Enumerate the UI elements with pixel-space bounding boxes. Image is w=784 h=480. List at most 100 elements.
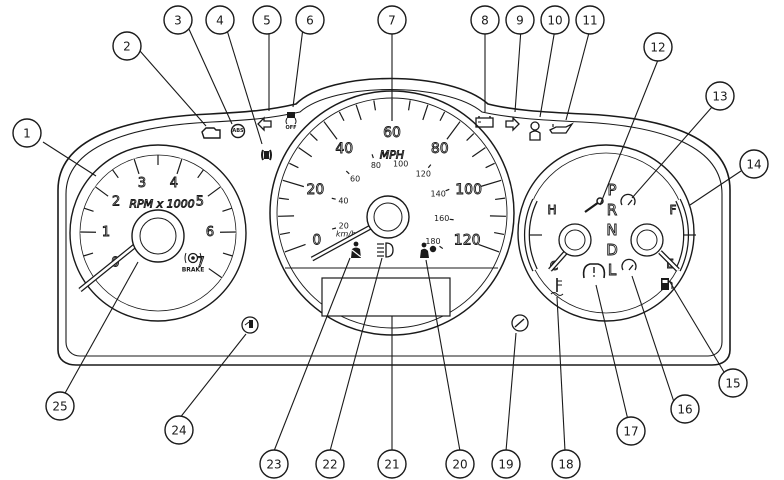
callout-14: 14	[739, 149, 769, 179]
callout-21: 21	[377, 449, 407, 479]
callout-20: 20	[445, 449, 475, 479]
callout-13: 13	[705, 81, 735, 111]
callout-number: 22	[322, 458, 337, 472]
callout-number: 11	[582, 14, 597, 28]
callout-1: 1	[12, 118, 42, 148]
traction-off-icon: OFF	[285, 112, 297, 131]
tach-tick-label: 2	[112, 195, 120, 210]
callout-number: 18	[558, 458, 573, 472]
callout-9: 9	[505, 5, 535, 35]
callout-10: 10	[540, 5, 570, 35]
gear-letter-p: P	[607, 181, 616, 199]
high-beam-icon	[377, 242, 394, 258]
mph-tick-label: 20	[306, 182, 324, 198]
tach-tick-label: 3	[138, 176, 146, 191]
kmh-tick	[371, 154, 374, 159]
mph-tick-label: 60	[383, 125, 401, 141]
kmh-tick	[331, 227, 337, 230]
kmh-tick-label: 120	[416, 170, 431, 179]
callout-2: 2	[112, 31, 142, 61]
callout-number: 7	[388, 14, 396, 28]
gear-letter-n: N	[606, 221, 617, 239]
tach-tick	[222, 207, 233, 212]
callout-number: 3	[174, 14, 182, 28]
kmh-tick-label: 60	[350, 175, 360, 184]
callout-4: 4	[205, 5, 235, 35]
callout-17: 17	[616, 416, 646, 446]
coolant-temp-icon	[550, 278, 564, 296]
callout-number: 16	[677, 403, 692, 417]
callout-22: 22	[315, 449, 345, 479]
tach-title: RPM x 1000	[129, 198, 194, 211]
speed-tick	[355, 104, 362, 121]
callout-12: 12	[643, 32, 673, 62]
callout-number: 13	[712, 90, 727, 104]
tire-pressure-icon	[582, 263, 606, 279]
brake-warning-icon	[184, 252, 202, 264]
tach-tick	[83, 252, 94, 257]
tach-tick	[197, 169, 205, 179]
speed-tick	[466, 133, 475, 141]
safety-belt-icon	[261, 149, 272, 161]
callout-number: 20	[452, 458, 467, 472]
kmh-tick	[401, 151, 404, 156]
check-engine-icon	[201, 127, 221, 139]
kmh-tick-label: 40	[338, 197, 348, 206]
mph-tick-label: 80	[431, 141, 449, 157]
speed-tick	[338, 111, 345, 122]
callout-24: 24	[164, 415, 194, 445]
speed-tick	[298, 147, 313, 158]
warning-lamps: ABS OFF	[201, 112, 574, 334]
callout-number: 23	[266, 458, 281, 472]
callout-25: 25	[45, 391, 75, 421]
fuel-full-label: F	[670, 203, 677, 217]
callout-number: 15	[725, 377, 740, 391]
speed-tick	[422, 104, 429, 121]
callout-number: 10	[547, 14, 562, 28]
seatbelt-warning-icon	[351, 241, 362, 258]
battery-icon	[475, 116, 494, 128]
door-ajar-icon	[529, 121, 541, 141]
callout-15: 15	[718, 368, 748, 398]
speed-tick	[407, 100, 411, 111]
kmh-tick	[331, 197, 336, 200]
gear-letter-d: D	[606, 241, 618, 259]
speed-tick	[471, 147, 486, 158]
fuel-pump-icon	[661, 278, 673, 290]
kmh-unit: km/h	[336, 230, 356, 239]
callout-18: 18	[551, 449, 581, 479]
cruise-set-icon	[621, 258, 637, 271]
abs-label: ABS	[232, 128, 244, 134]
speed-tick	[289, 162, 299, 169]
mph-tick-label: 40	[335, 141, 353, 157]
callout-number: 17	[623, 425, 638, 439]
gear-letter-l: L	[608, 261, 617, 279]
speed-tick	[373, 100, 377, 111]
mph-tick-label: 0	[312, 232, 321, 248]
tachometer: 01234567 RPM x 1000 BRAKE	[69, 144, 247, 322]
trip-reset-button-icon	[511, 314, 529, 332]
callout-11: 11	[575, 5, 605, 35]
tach-tick	[83, 207, 94, 212]
callout-number: 1	[23, 127, 31, 141]
left-turn-signal-icon	[257, 116, 272, 132]
callout-7: 7	[377, 5, 407, 35]
callout-6: 6	[295, 5, 325, 35]
kmh-tick-label: 140	[431, 189, 446, 198]
callout-23: 23	[259, 449, 289, 479]
speed-tick	[495, 197, 506, 201]
speed-tick	[309, 133, 318, 141]
callout-number: 9	[516, 14, 524, 28]
lamp-out-icon	[241, 316, 259, 334]
tach-tick-label: 4	[170, 176, 178, 191]
tach-tick	[111, 169, 119, 179]
temp-high-label: H	[547, 203, 556, 217]
callout-number: 12	[650, 41, 665, 55]
speed-tick	[494, 231, 505, 236]
speed-tick	[279, 231, 290, 236]
kmh-tick-label: 180	[425, 237, 440, 246]
kmh-tick-label: 20	[339, 221, 349, 230]
